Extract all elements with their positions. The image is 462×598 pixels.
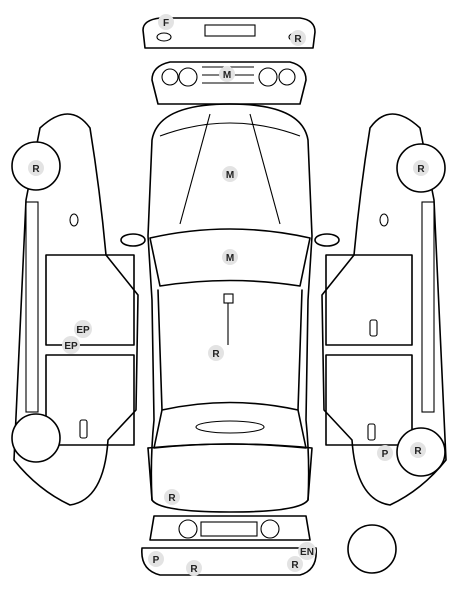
svg-text:M: M (226, 170, 234, 181)
svg-text:R: R (32, 164, 40, 175)
hood[interactable] (159, 122, 301, 137)
right-side[interactable] (321, 113, 447, 506)
spare-wheel[interactable] (347, 524, 397, 574)
svg-text:F: F (163, 18, 169, 29)
roof[interactable] (157, 289, 303, 411)
svg-text:EP: EP (76, 325, 90, 336)
damage-marker-front-bumper-f[interactable]: F (158, 14, 174, 30)
damage-marker-roof-r[interactable]: R (208, 345, 224, 361)
svg-text:R: R (212, 349, 220, 360)
windshield[interactable] (149, 228, 311, 287)
damage-marker-rear-bumper-r2[interactable]: R (287, 556, 303, 572)
svg-text:P: P (382, 449, 389, 460)
svg-text:R: R (294, 34, 302, 45)
damage-marker-trunk-r[interactable]: R (164, 489, 180, 505)
damage-marker-hood-m[interactable]: M (222, 166, 238, 182)
trunk[interactable] (147, 401, 313, 501)
svg-text:EN: EN (300, 547, 314, 558)
svg-text:R: R (190, 564, 198, 575)
damage-marker-rear-bumper-en[interactable]: EN (298, 542, 316, 560)
damage-marker-left-front-wheel-r[interactable]: R (28, 160, 44, 176)
damage-marker-right-rear-p[interactable]: P (377, 445, 393, 461)
damage-marker-windshield-m[interactable]: M (222, 249, 238, 265)
rear-bumper[interactable] (141, 515, 317, 576)
svg-text:R: R (417, 164, 425, 175)
damage-marker-right-rear-wheel-r[interactable]: R (410, 442, 426, 458)
left-side[interactable] (13, 113, 139, 506)
damage-marker-right-front-wheel-r[interactable]: R (413, 160, 429, 176)
svg-text:P: P (153, 555, 160, 566)
damage-marker-front-grille-m[interactable]: M (219, 66, 235, 82)
svg-text:R: R (414, 446, 422, 457)
car-body-top (120, 103, 340, 513)
svg-text:M: M (226, 253, 234, 264)
damage-marker-rear-bumper-p[interactable]: P (148, 551, 164, 567)
svg-text:R: R (291, 560, 299, 571)
damage-marker-left-door-ep2[interactable]: EP (62, 336, 80, 354)
svg-text:R: R (168, 493, 176, 504)
damage-marker-front-bumper-r[interactable]: R (290, 30, 306, 46)
svg-text:M: M (223, 70, 231, 81)
svg-text:EP: EP (64, 341, 78, 352)
damage-marker-left-door-ep1[interactable]: EP (74, 320, 92, 338)
damage-marker-rear-bumper-r[interactable]: R (186, 560, 202, 576)
left-rear-wheel[interactable] (11, 413, 61, 463)
